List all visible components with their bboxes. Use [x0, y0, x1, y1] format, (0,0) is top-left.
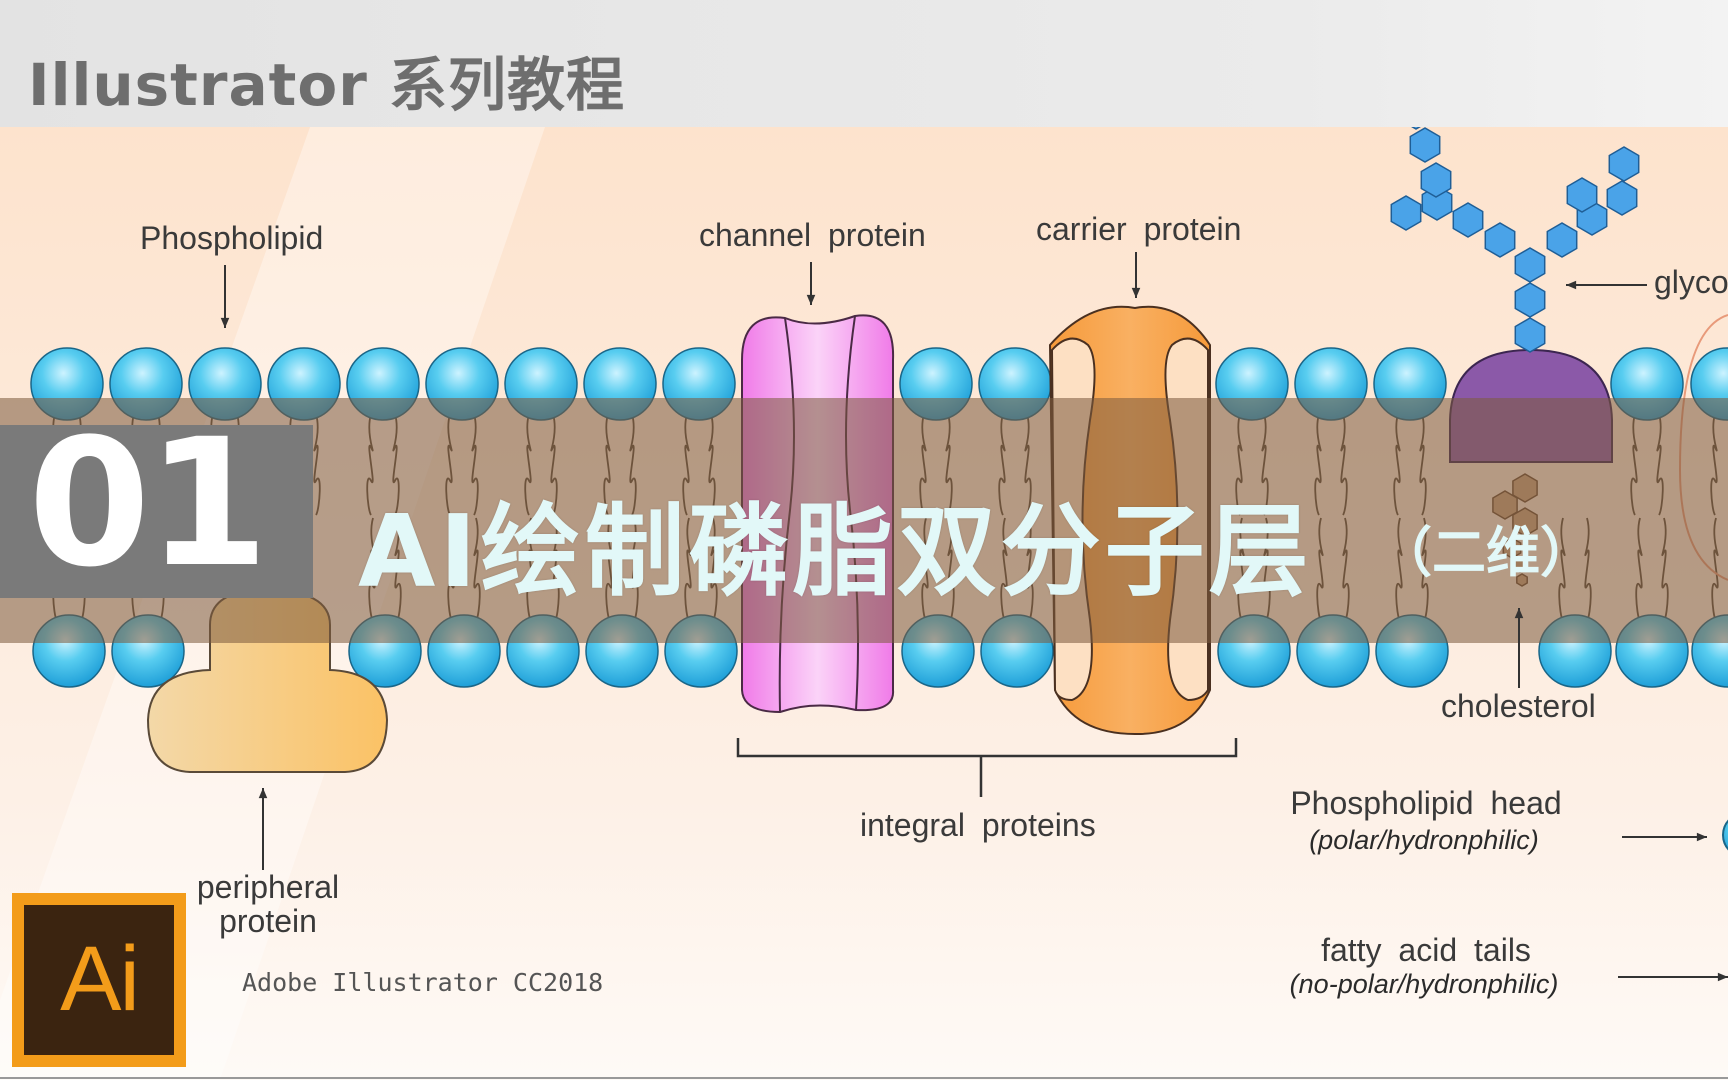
- carrier-protein-arrow-head: [1131, 287, 1141, 298]
- legend-tails-title: fatty acid tails: [1321, 932, 1531, 968]
- label-channel-protein: channel protein: [699, 217, 926, 253]
- label-integral-proteins: integral proteins: [860, 807, 1096, 843]
- legend-tails-sub: (no-polar/hydronphilic): [1289, 969, 1559, 999]
- legend-head-title: Phospholipid head: [1290, 785, 1562, 821]
- glyco-sugar: [1514, 247, 1546, 283]
- episode-title: AI绘制磷脂双分子层: [358, 493, 1313, 610]
- legend-tails-arrow-head: [1717, 972, 1728, 982]
- glyco-sugar: [1390, 195, 1422, 231]
- adobe-illustrator-icon: Ai: [12, 893, 186, 1067]
- label-phospholipid: Phospholipid: [140, 220, 324, 256]
- glyco-sugar: [1409, 127, 1441, 163]
- glyco-sugar: [1514, 317, 1546, 353]
- label-glyco-partial: glyco: [1654, 264, 1728, 300]
- episode-number: 01: [28, 401, 269, 606]
- ai-logo-inner: Ai: [24, 905, 174, 1055]
- header-bar: Illustrator 系列教程: [0, 0, 1728, 127]
- glyco-sugar: [1514, 282, 1546, 318]
- label-carrier-protein: carrier protein: [1036, 211, 1242, 247]
- channel-protein-arrow-head: [806, 294, 816, 305]
- glyco-arrow-head: [1566, 280, 1577, 290]
- glyco-sugar: [1566, 177, 1598, 213]
- label-arrows: [220, 252, 1728, 982]
- series-title: Illustrator 系列教程: [28, 51, 625, 119]
- glyco-sugar: [1546, 222, 1578, 258]
- episode-number-box: [0, 425, 313, 598]
- integral-proteins-bracket: [736, 738, 1238, 797]
- label-peripheral-protein-line2: protein: [219, 903, 317, 939]
- legend-head-sub: (polar/hydronphilic): [1309, 825, 1539, 855]
- cholesterol-arrow-head: [1514, 608, 1524, 619]
- glyco-sugar: [1608, 146, 1640, 182]
- label-cholesterol: cholesterol: [1441, 688, 1596, 724]
- glyco-sugar: [1452, 202, 1484, 238]
- phospholipid-arrow-head: [220, 317, 230, 328]
- glyco-sugar: [1484, 222, 1516, 258]
- label-peripheral-protein-line1: peripheral: [196, 869, 340, 905]
- ai-logo-text: Ai: [60, 928, 140, 1030]
- glyco-sugar: [1420, 162, 1452, 198]
- legend-head-arrow-head: [1696, 832, 1707, 842]
- glyco-sugar-chain: [1390, 94, 1640, 353]
- legend-head-partial-icon: [1722, 819, 1728, 851]
- peripheral-protein-arrow-head: [258, 788, 268, 799]
- episode-title-suffix: （二维）: [1378, 521, 1594, 584]
- glyco-sugar: [1606, 180, 1638, 216]
- software-caption: Adobe Illustrator CC2018: [242, 968, 604, 997]
